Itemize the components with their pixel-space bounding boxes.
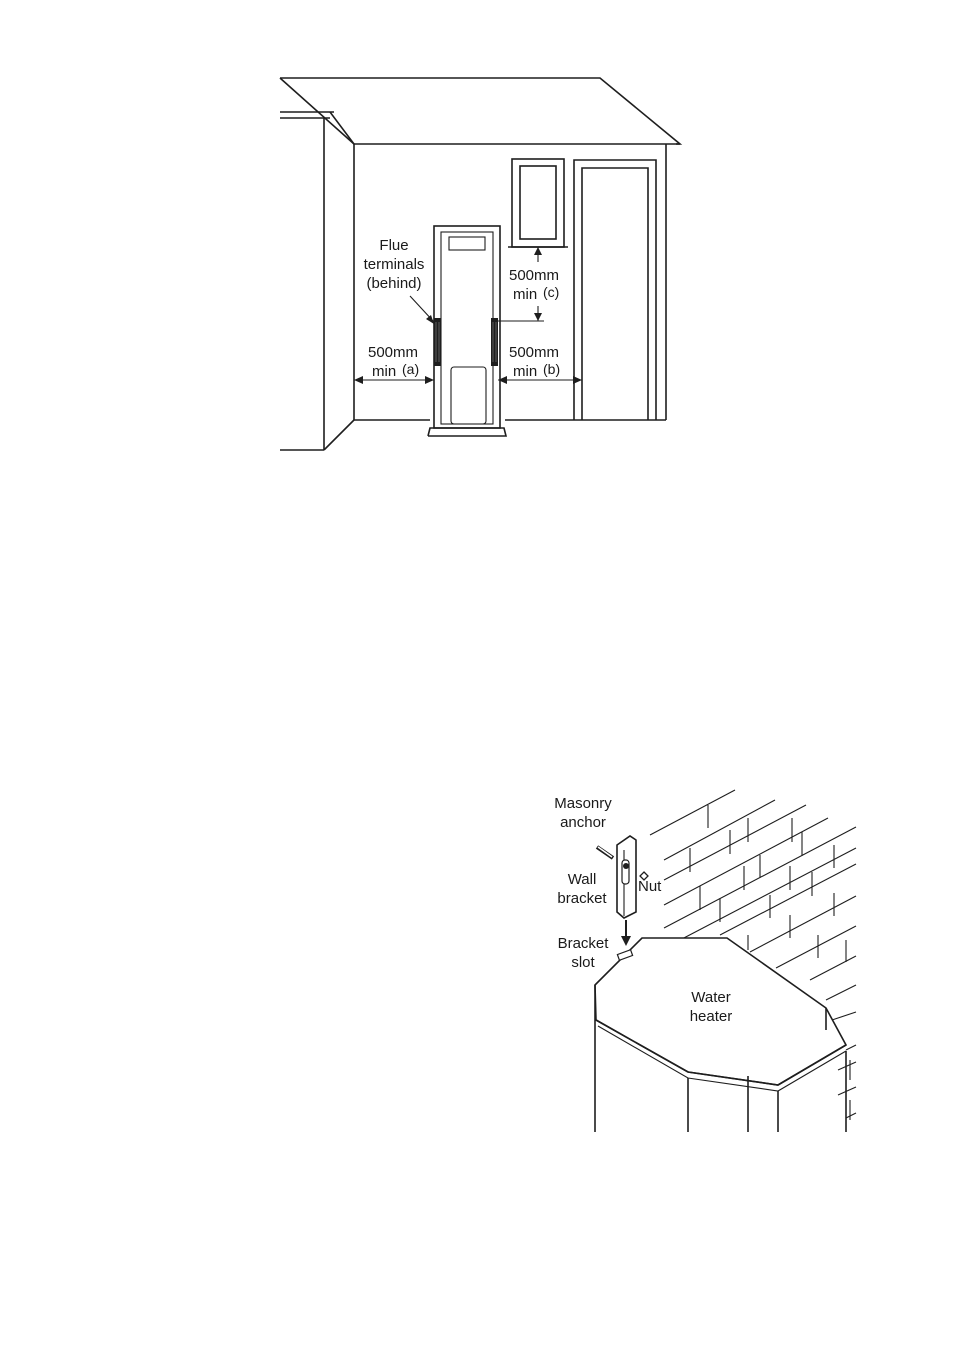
clearance-diagram: Flue terminals (behind) 500mm min (a) 50…	[0, 0, 954, 520]
house-roof	[279, 77, 683, 145]
dimension-c	[498, 247, 544, 322]
water-heater-body	[594, 937, 848, 1132]
right-dim-min: min	[513, 363, 538, 380]
wall-bracket-label: Wall bracket	[550, 870, 614, 908]
right-dim-ref: (b)	[543, 361, 561, 377]
masonry-anchor-label: Masonry anchor	[548, 794, 618, 832]
top-dim-min: min	[513, 286, 538, 303]
left-dim-ref: (a)	[402, 361, 420, 377]
anchor-label-line2: anchor	[560, 814, 606, 831]
house-side-wall	[280, 118, 430, 451]
brick-wall	[649, 789, 857, 1120]
bracket-arrow	[621, 920, 631, 946]
bracket-slot-label: Bracket slot	[550, 934, 616, 972]
wall-bracket-diagram: Masonry anchor Wall bracket Nut Bracket …	[0, 760, 954, 1180]
top-dim-ref: (c)	[543, 284, 560, 300]
clearance-drawing	[279, 77, 683, 451]
bracket-slot	[616, 949, 634, 961]
window	[508, 158, 568, 248]
heater-label-line2: heater	[689, 1008, 733, 1025]
flue-terminals-label: Flue terminals (behind)	[352, 236, 436, 293]
right-dim-value: 500mm	[509, 344, 560, 361]
masonry-anchor	[595, 845, 615, 860]
nut	[639, 871, 649, 881]
bracket-label-line2: bracket	[557, 890, 607, 907]
water-heater-label: Water heater	[676, 988, 746, 1026]
door	[573, 159, 657, 420]
heater-label-line1: Water	[691, 989, 731, 1006]
flue-label-line2: terminals	[363, 256, 425, 273]
dimension-b	[498, 376, 582, 384]
dimension-a	[354, 376, 434, 384]
anchor-label-line1: Masonry	[554, 795, 612, 812]
left-dim-value: 500mm	[368, 344, 419, 361]
water-heater-unit	[427, 225, 508, 437]
nut-label: Nut	[638, 878, 662, 895]
flue-label-line1: Flue	[379, 237, 409, 254]
flue-label-line3: (behind)	[366, 275, 422, 292]
bracket-drawing	[594, 789, 857, 1132]
left-dim-min: min	[372, 363, 397, 380]
slot-label-line1: Bracket	[557, 935, 609, 952]
flue-leader-arrow	[409, 295, 435, 324]
wall-bracket	[616, 835, 637, 919]
slot-label-line2: slot	[571, 954, 595, 971]
flue-terminal-right	[491, 318, 498, 366]
flue-terminal-left	[434, 318, 441, 366]
house-front-wall	[505, 144, 667, 421]
top-dim-value: 500mm	[509, 267, 560, 284]
bracket-label-line1: Wall	[567, 871, 597, 888]
